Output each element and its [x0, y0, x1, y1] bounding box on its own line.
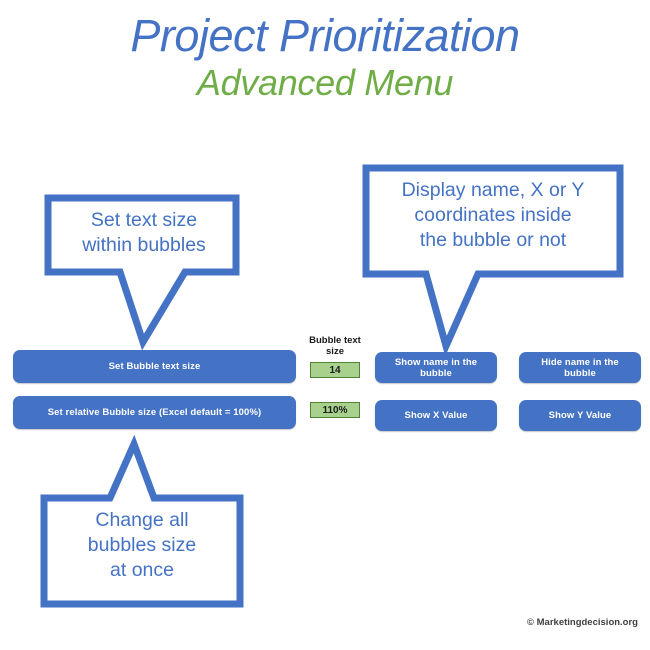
hide-name-in-the-bubble-button[interactable]: Hide name in the bubble: [519, 352, 641, 383]
callout-set-text-size-shape: [44, 194, 240, 351]
callout-change-bubble-size-shape: [40, 434, 244, 608]
callout-display-name-label: Display name, X or Y coordinates inside …: [401, 179, 585, 251]
bubble-text-size-cell[interactable]: 14: [310, 362, 360, 378]
copyright-credit: © Marketingdecision.org: [527, 617, 638, 628]
callout-change-bubble-size-label: Change all bubbles size at once: [87, 509, 197, 581]
set-relative-bubble-size-button[interactable]: Set relative Bubble size (Excel default …: [13, 396, 296, 429]
relative-bubble-size-cell[interactable]: 110%: [310, 402, 360, 418]
title-block: Project Prioritization Advanced Menu: [0, 10, 650, 103]
page-subtitle: Advanced Menu: [196, 61, 454, 103]
set-bubble-text-size-button[interactable]: Set Bubble text size: [13, 350, 296, 383]
page-title: Project Prioritization: [130, 10, 520, 61]
show-y-value-button[interactable]: Show Y Value: [519, 400, 641, 431]
bubble-text-size-label: Bubble text size: [309, 335, 361, 357]
callout-change-bubble-size: Change all bubbles size at once: [40, 434, 244, 608]
show-name-in-the-bubble-button[interactable]: Show name in the bubble: [375, 352, 497, 383]
callout-display-name: Display name, X or Y coordinates inside …: [362, 164, 624, 357]
callout-set-text-size-label: Set text size within bubbles: [82, 209, 206, 256]
callout-set-text-size: Set text size within bubbles: [44, 194, 244, 354]
callout-display-name-shape: [362, 164, 624, 357]
show-x-value-button[interactable]: Show X Value: [375, 400, 497, 431]
